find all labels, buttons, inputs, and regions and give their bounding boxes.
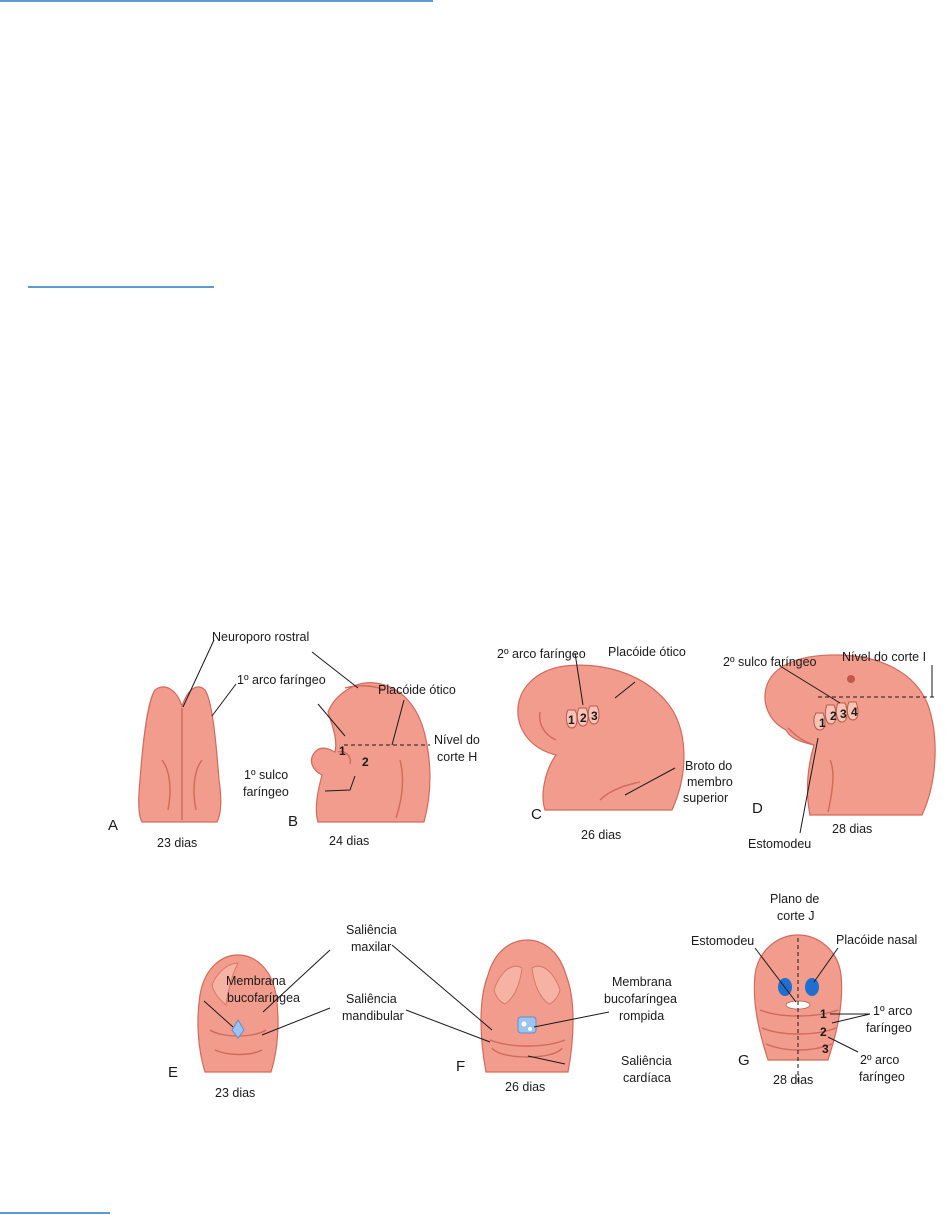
- label-placoide-otico-c: Placóide ótico: [608, 645, 686, 659]
- label-mandibular-line2: mandibular: [342, 1009, 404, 1023]
- label-sulco1-line1: 1º sulco: [244, 768, 288, 782]
- age-c: 26 dias: [581, 828, 621, 842]
- age-b: 24 dias: [329, 834, 369, 848]
- label-arco1-g-line2: faríngeo: [866, 1021, 912, 1035]
- label-cardiaca-line1: Saliência: [621, 1054, 672, 1068]
- embryo-b-lateral: [310, 682, 431, 823]
- label-estomodeu-g: Estomodeu: [691, 934, 754, 948]
- label-maxilar-line1: Saliência: [346, 923, 397, 937]
- label-rompida-line3: rompida: [619, 1009, 664, 1023]
- arch-g-2: 2: [820, 1025, 827, 1039]
- label-placoide-nasal: Placóide nasal: [836, 933, 917, 947]
- embryo-c-lateral: [517, 664, 685, 811]
- label-neuroporo-rostral: Neuroporo rostral: [212, 630, 309, 644]
- arch-b-1: 1: [339, 744, 346, 758]
- panel-e: Membrana bucofaríngea E 23 dias: [168, 949, 331, 1100]
- label-mandibular-line1: Saliência: [346, 992, 397, 1006]
- membrane-f-ruptured: [517, 1016, 537, 1034]
- label-plano-line2: corte J: [777, 909, 815, 923]
- label-arco2-g-line1: 2º arco: [860, 1053, 899, 1067]
- arch-c-3: 3: [591, 709, 598, 723]
- highlight-line-middle: [28, 286, 214, 288]
- panel-letter-g: G: [738, 1052, 750, 1069]
- label-nivel-i: Nível do corte I: [842, 650, 926, 664]
- label-broto-line3: superior: [683, 791, 728, 805]
- label-estomodeu-d: Estomodeu: [748, 837, 811, 851]
- age-d: 28 dias: [832, 822, 872, 836]
- arch-g-3: 3: [822, 1042, 829, 1056]
- nasal-placode-right: [805, 978, 819, 996]
- label-sulco2-d: 2º sulco faríngeo: [723, 655, 817, 669]
- embryo-a-dorsal: [138, 686, 222, 823]
- label-broto-line2: membro: [687, 775, 733, 789]
- age-g: 28 dias: [773, 1073, 813, 1087]
- label-rompida-line1: Membrana: [612, 975, 672, 989]
- label-sulco1-line2: faríngeo: [243, 785, 289, 799]
- panel-letter-d: D: [752, 800, 763, 817]
- panel-letter-b: B: [288, 813, 298, 830]
- panel-letter-f: F: [456, 1058, 465, 1075]
- arch-g-1: 1: [820, 1007, 827, 1021]
- panel-letter-c: C: [531, 806, 542, 823]
- panel-letter-e: E: [168, 1064, 178, 1081]
- label-nivel-h-line1: Nível do: [434, 733, 480, 747]
- label-broto-line1: Broto do: [685, 759, 732, 773]
- age-f: 26 dias: [505, 1080, 545, 1094]
- label-arco2-g-line2: faríngeo: [859, 1070, 905, 1084]
- label-cardiaca-line2: cardíaca: [623, 1071, 671, 1085]
- label-membrana-e-line1: Membrana: [226, 974, 286, 988]
- arch-d-2: 2: [830, 709, 837, 723]
- arch-d-1: 1: [819, 716, 826, 730]
- arch-b-2: 2: [362, 755, 369, 769]
- otic-placode-d: [847, 675, 855, 683]
- panel-a: 1º arco faríngeo A 23 dias: [108, 639, 326, 850]
- label-rompida-line2: bucofaríngea: [604, 992, 677, 1006]
- highlight-line-bottom: [0, 1212, 110, 1214]
- label-membrana-e-line2: bucofaríngea: [227, 991, 300, 1005]
- membrane-e: [231, 1019, 245, 1039]
- label-placoide-otico-b: Placóide ótico: [378, 683, 456, 697]
- arch-d-3: 3: [840, 707, 847, 721]
- age-a: 23 dias: [157, 836, 197, 850]
- label-plano-line1: Plano de: [770, 892, 819, 906]
- panel-letter-a: A: [108, 817, 118, 834]
- highlight-line-top: [0, 0, 433, 2]
- panel-b: 1 2 Placóide ótico 1º sulco faríngeo Nív…: [243, 651, 480, 848]
- label-arco2-c: 2º arco faríngeo: [497, 647, 586, 661]
- label-arco1-a: 1º arco faríngeo: [237, 673, 326, 687]
- label-maxilar-line2: maxilar: [351, 940, 391, 954]
- shared-labels-ef: Saliência maxilar Saliência mandibular: [342, 923, 404, 1023]
- panel-g: 1 2 3 Plano de corte J Estomodeu Placóid…: [691, 892, 917, 1087]
- panel-c: 1 2 3 2º arco faríngeo Placóide ótico Br…: [497, 645, 733, 842]
- arch-d-4: 4: [851, 705, 858, 719]
- embryo-f-frontal: [480, 939, 574, 1073]
- arch-c-1: 1: [568, 713, 575, 727]
- label-nivel-h-line2: corte H: [437, 750, 477, 764]
- panel-d: 1 2 3 4 2º sulco faríngeo Nível do corte…: [723, 650, 936, 851]
- arch-c-2: 2: [580, 711, 587, 725]
- label-arco1-g-line1: 1º arco: [873, 1004, 912, 1018]
- age-e: 23 dias: [215, 1086, 255, 1100]
- panel-f: Membrana bucofaríngea rompida Saliência …: [391, 939, 677, 1094]
